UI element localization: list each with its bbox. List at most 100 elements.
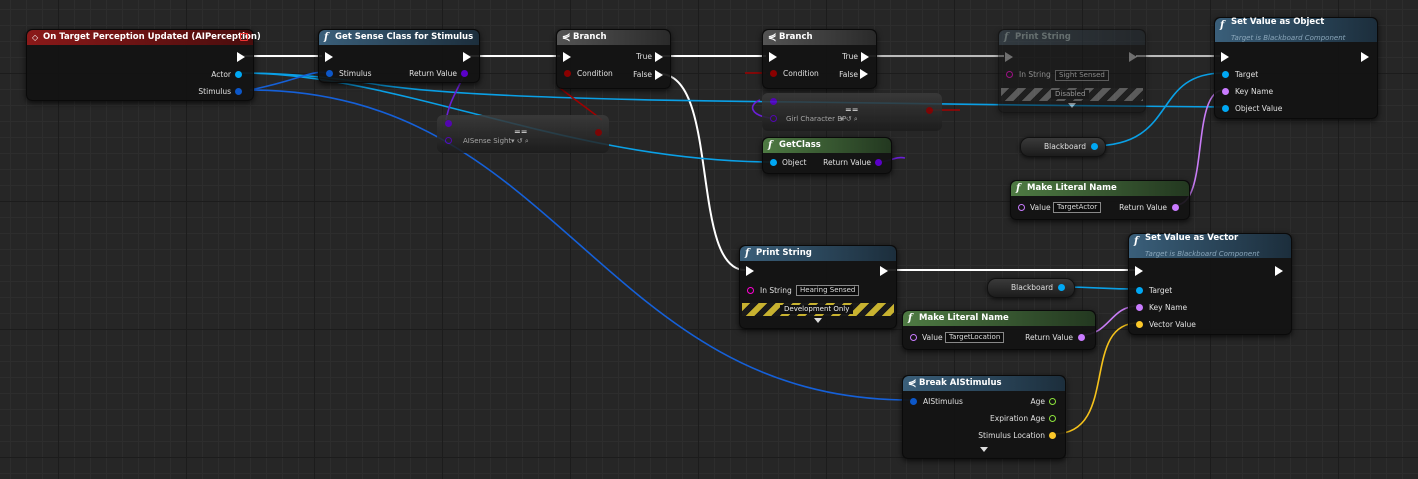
stimulus-input-pin[interactable] xyxy=(326,70,333,77)
event-node-header[interactable]: ◇ On Target Perception Updated (AIPercep… xyxy=(27,30,261,45)
exec-output-pin[interactable] xyxy=(237,52,245,62)
class-literal-value[interactable]: Girl Character BP xyxy=(786,115,847,123)
class-literal-pin[interactable] xyxy=(445,137,452,144)
value-input-pin[interactable] xyxy=(1018,204,1025,211)
exec-input-pin[interactable] xyxy=(1135,266,1143,276)
branch-node-header[interactable]: ⋞Branch xyxy=(557,30,670,45)
key-name-input-pin[interactable] xyxy=(1136,304,1143,311)
exec-input-pin[interactable] xyxy=(769,52,777,62)
actor-output-pin[interactable] xyxy=(235,71,242,78)
name-output-pin[interactable] xyxy=(1078,334,1085,341)
blackboard-variable-node[interactable]: Blackboard xyxy=(1020,137,1106,157)
dropdown-arrow-icon[interactable]: ▾ ↺ ⌕ xyxy=(840,115,858,123)
exec-wire[interactable] xyxy=(659,73,746,271)
exec-input-pin[interactable] xyxy=(563,52,571,62)
exec-output-pin[interactable] xyxy=(880,266,888,276)
stimulus-location-output-pin[interactable] xyxy=(1049,432,1056,439)
exec-input-pin[interactable] xyxy=(746,266,754,276)
target-input-pin[interactable] xyxy=(1222,71,1229,78)
true-exec-output-pin[interactable] xyxy=(861,52,869,62)
in-string-input-pin[interactable] xyxy=(1006,71,1013,78)
bool-output-pin[interactable] xyxy=(595,129,602,136)
key-name-input-pin[interactable] xyxy=(1222,88,1229,95)
expiration-age-output-pin[interactable] xyxy=(1049,415,1056,422)
in-string-value-field[interactable]: Sight Sensed xyxy=(1055,70,1109,81)
pin-label-return: Return Value xyxy=(1119,203,1167,212)
branch-node-2[interactable]: ⋞Branch True Condition False xyxy=(762,29,877,89)
node-title: Set Value as Vector xyxy=(1145,233,1239,243)
expand-arrow-icon[interactable] xyxy=(814,318,822,323)
node-title: Get Sense Class for Stimulus xyxy=(335,32,474,42)
object-input-pin[interactable] xyxy=(770,159,777,166)
value-input-pin[interactable] xyxy=(910,334,917,341)
class-input-pin[interactable] xyxy=(445,120,452,127)
name-output-pin[interactable] xyxy=(1172,204,1179,211)
object-output-pin[interactable] xyxy=(1058,284,1065,291)
vector-value-input-pin[interactable] xyxy=(1136,321,1143,328)
struct-wire[interactable] xyxy=(249,89,911,401)
object-output-pin[interactable] xyxy=(1091,143,1098,150)
expand-arrow-icon[interactable] xyxy=(1068,103,1076,108)
value-text-field[interactable]: TargetActor xyxy=(1053,202,1102,213)
exec-output-pin[interactable] xyxy=(1361,52,1369,62)
true-exec-output-pin[interactable] xyxy=(655,52,663,62)
branch-node-1[interactable]: ⋞Branch True Condition False xyxy=(556,29,671,89)
pin-label-in-string: In String xyxy=(1019,70,1051,79)
expand-arrow-icon[interactable] xyxy=(980,447,988,452)
false-exec-output-pin[interactable] xyxy=(860,69,868,79)
node-subtitle: Target is Blackboard Component xyxy=(1145,250,1260,258)
in-string-value-field[interactable]: Hearing Sensed xyxy=(796,285,860,296)
target-input-pin[interactable] xyxy=(1136,287,1143,294)
stimulus-output-pin[interactable] xyxy=(235,88,242,95)
class-input-pin[interactable] xyxy=(770,98,777,105)
branch-node-header[interactable]: ⋞Branch xyxy=(763,30,876,45)
class-literal-pin[interactable] xyxy=(770,115,777,122)
value-text-field[interactable]: TargetLocation xyxy=(945,332,1005,343)
event-node-target-perception[interactable]: ◇ On Target Perception Updated (AIPercep… xyxy=(26,29,261,101)
aistimulus-input-pin[interactable] xyxy=(910,398,917,405)
class-literal-value[interactable]: AISense Sight xyxy=(463,137,512,145)
blackboard-variable-node[interactable]: Blackboard xyxy=(987,278,1075,298)
exec-output-pin[interactable] xyxy=(1275,266,1283,276)
break-aistimulus-node[interactable]: ⋞Break AIStimulus AIStimulus Age Expirat… xyxy=(902,375,1066,459)
pin-label-target: Target xyxy=(1235,70,1259,79)
vector-wire[interactable] xyxy=(1053,322,1139,435)
in-string-input-pin[interactable] xyxy=(747,287,754,294)
dropdown-arrow-icon[interactable]: ▾ ↺ ⌕ xyxy=(511,137,529,145)
exec-input-pin[interactable] xyxy=(1005,52,1013,62)
exec-input-pin[interactable] xyxy=(1221,52,1229,62)
girl-character-literal-node[interactable]: Girl Character BP ▾ ↺ ⌕ == xyxy=(762,93,942,131)
object-wire[interactable] xyxy=(1091,72,1225,147)
exec-output-pin[interactable] xyxy=(1129,52,1137,62)
function-node-header[interactable]: ⋞Break AIStimulus xyxy=(903,376,1065,391)
output-delegate-icon[interactable] xyxy=(240,33,248,41)
class-output-pin[interactable] xyxy=(875,159,882,166)
false-exec-output-pin[interactable] xyxy=(655,70,663,80)
exec-input-pin[interactable] xyxy=(325,52,333,62)
age-output-pin[interactable] xyxy=(1049,398,1056,405)
object-value-input-pin[interactable] xyxy=(1222,105,1229,112)
exec-output-pin[interactable] xyxy=(463,52,471,62)
condition-input-pin[interactable] xyxy=(770,70,777,77)
aisense-sight-literal-node[interactable]: AISense Sight ▾ ↺ ⌕ == xyxy=(437,115,609,153)
bool-output-pin[interactable] xyxy=(926,107,933,114)
class-output-pin[interactable] xyxy=(461,70,468,77)
condition-input-pin[interactable] xyxy=(564,70,571,77)
